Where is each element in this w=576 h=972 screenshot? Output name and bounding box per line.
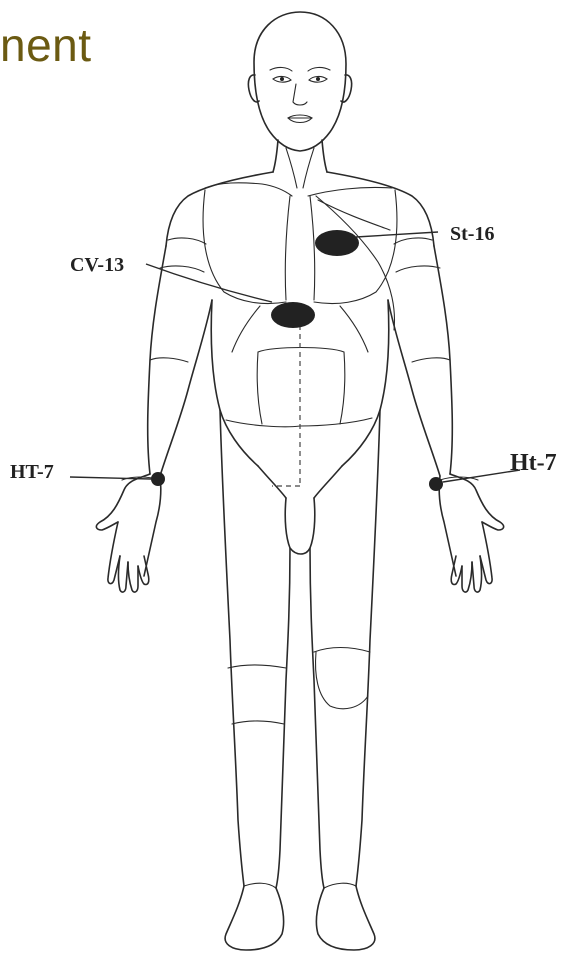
face-features xyxy=(270,67,330,122)
label-ht-7-right: HT-7 xyxy=(10,461,54,483)
torso-outline xyxy=(166,172,434,486)
left-hand-outline xyxy=(451,522,492,592)
neck-outline xyxy=(273,140,327,188)
label-ht-7-left: Ht-7 xyxy=(510,450,557,476)
label-st-16: St-16 xyxy=(450,223,494,245)
right-hand-outline xyxy=(108,522,149,592)
label-cv-13: CV-13 xyxy=(70,254,124,276)
right-arm-outline xyxy=(96,238,212,576)
acupoint-st-16 xyxy=(315,230,438,256)
left-arm-outline xyxy=(388,238,504,576)
head-outline xyxy=(248,12,351,151)
